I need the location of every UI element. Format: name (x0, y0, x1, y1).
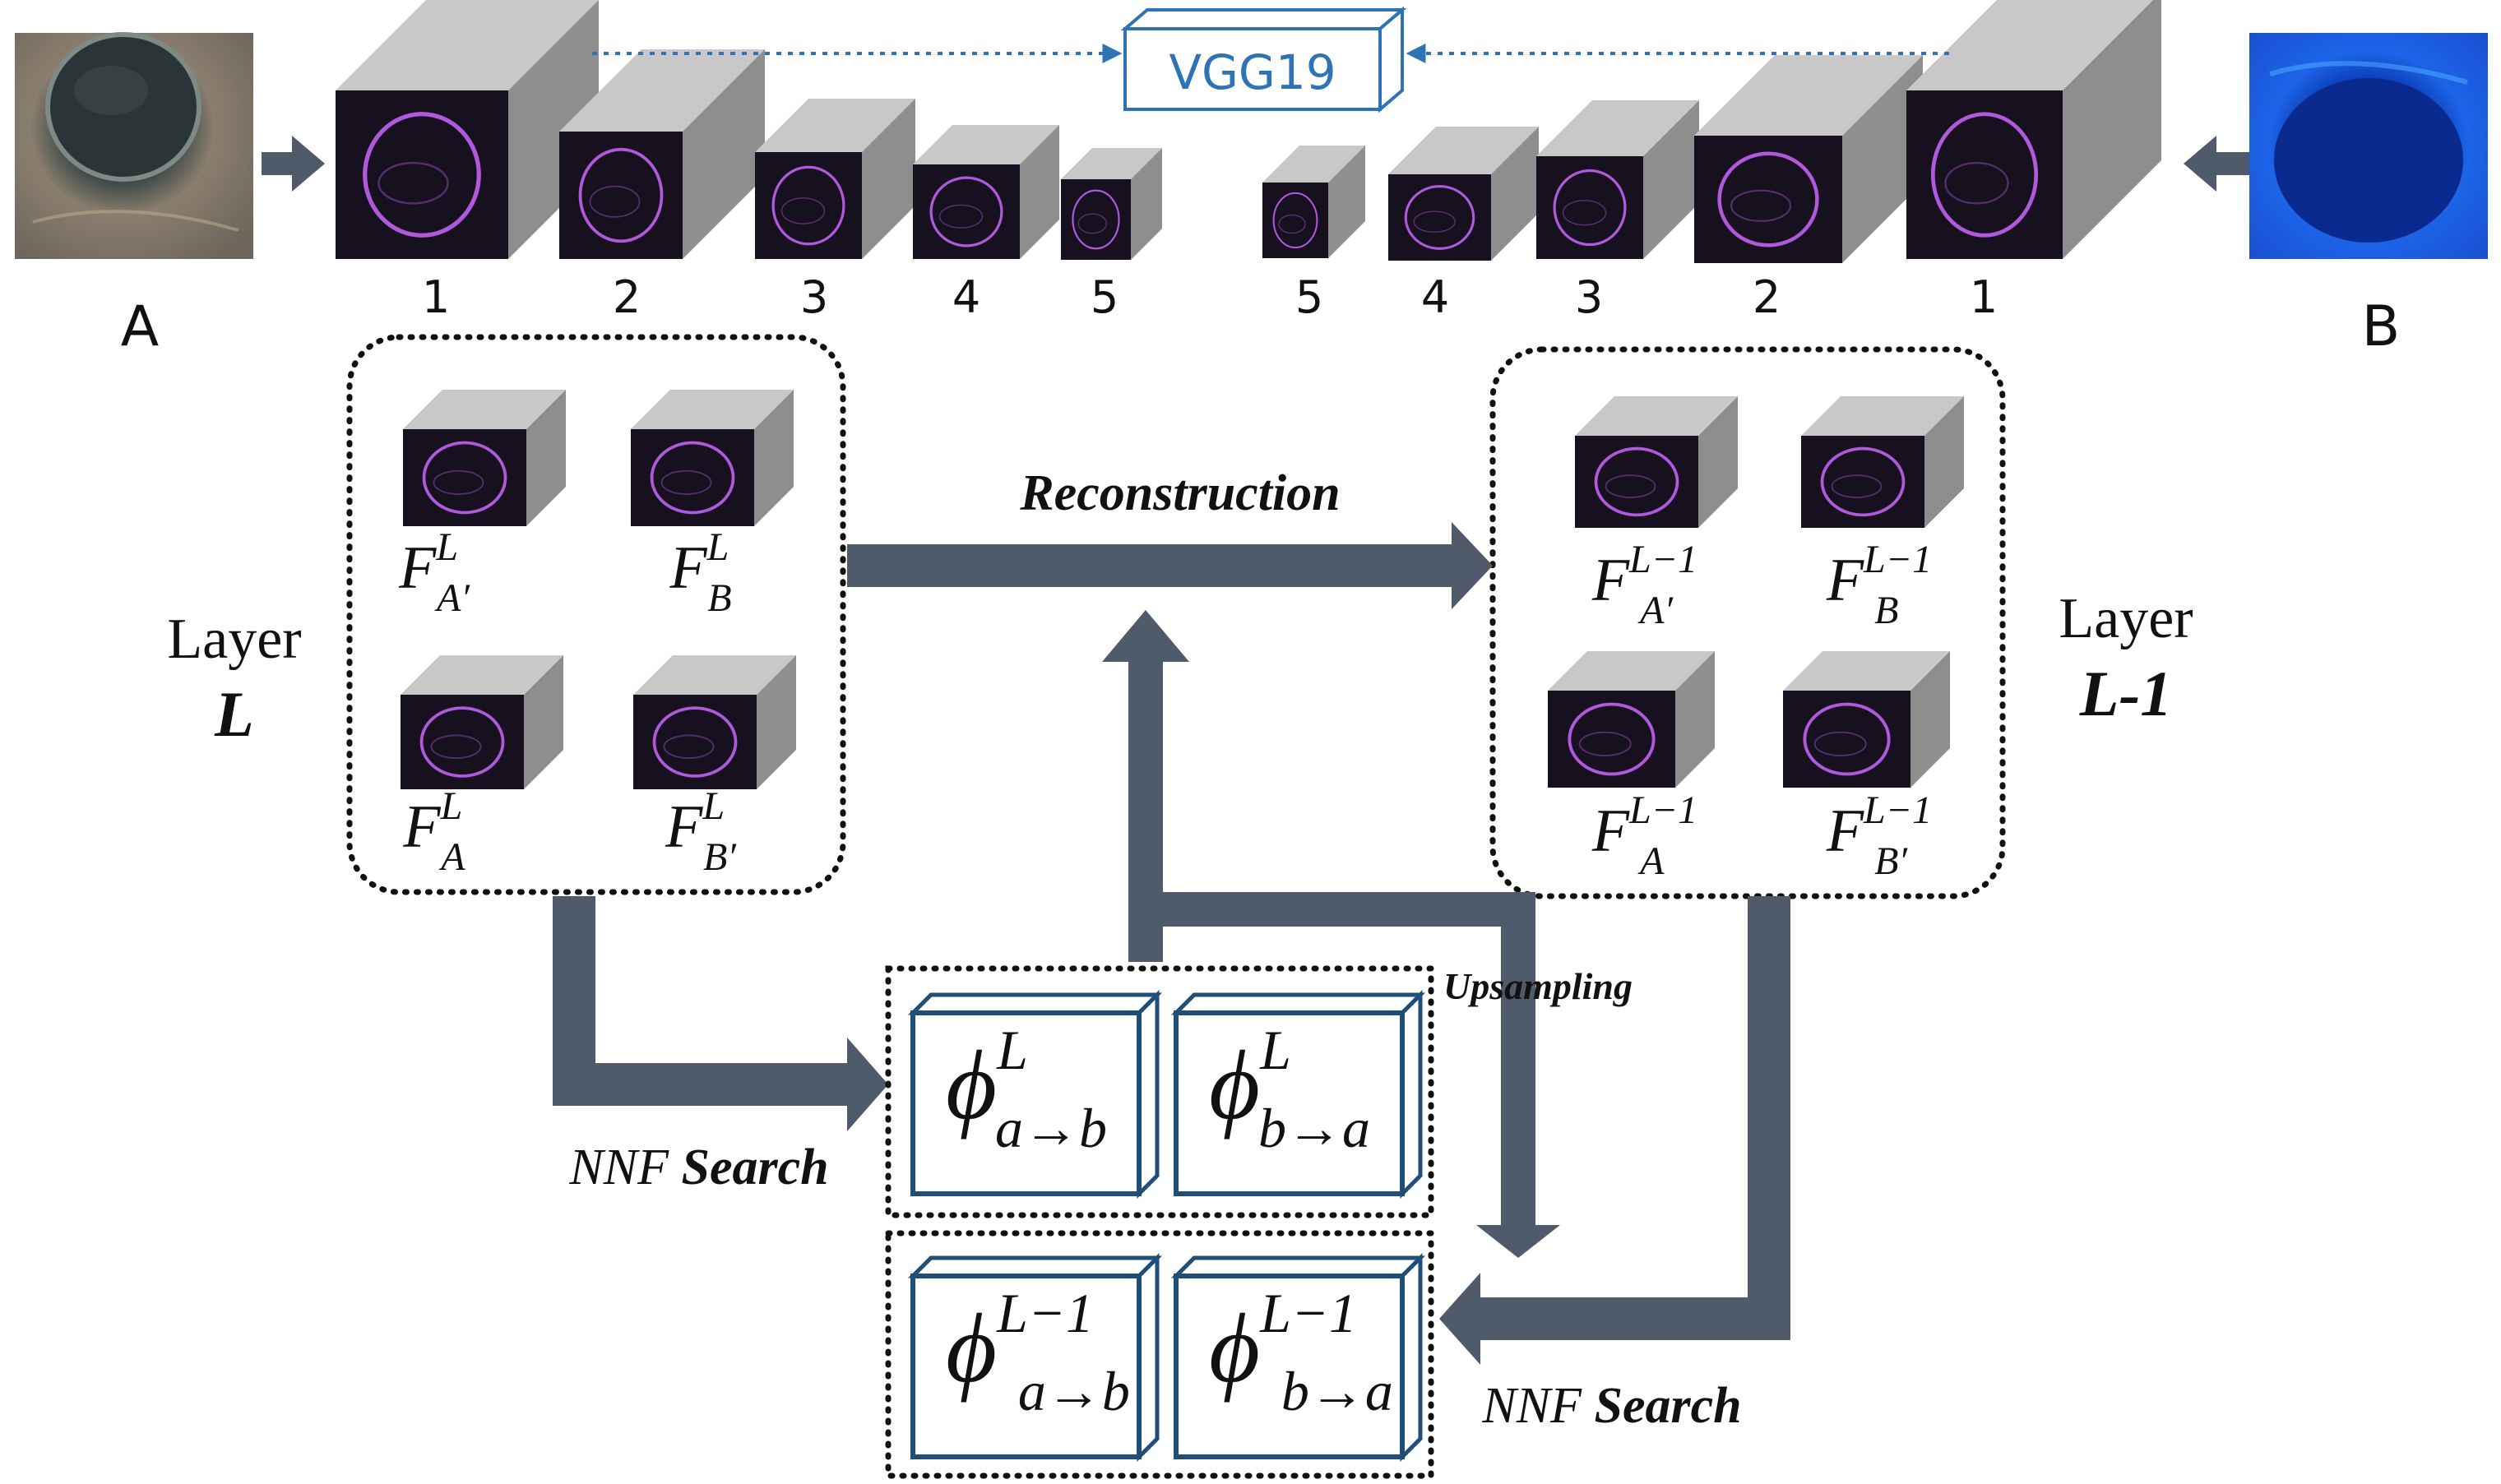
arrow-a-into-encoder (262, 136, 325, 192)
stage-number: 3 (1575, 271, 1603, 323)
arrow-b-into-encoder (2184, 136, 2249, 192)
stage-number: 2 (1753, 271, 1781, 323)
nnf-top-group-border (885, 965, 1434, 1218)
reconstruction-arrow (847, 522, 1493, 609)
encoder-feature-cube (913, 125, 1059, 259)
stage-number: 5 (1295, 271, 1323, 323)
encoder-feature-cube (1694, 55, 1923, 263)
encoder-feature-cube (755, 99, 915, 259)
reconstruction-label: Reconstruction (1019, 465, 1340, 521)
layer-l1-feature-cube (1783, 651, 1950, 788)
encoder-feature-cube (1061, 148, 1162, 260)
layer-l1-feature-cube (1548, 651, 1715, 788)
stage-number: 2 (613, 271, 641, 323)
layer-l1-feature-cube (1575, 396, 1738, 528)
input-a-label: A (121, 294, 160, 359)
nnf-search-label-l1: NNF Search (1481, 1378, 1741, 1434)
phi-field-box (907, 1252, 1163, 1463)
layer-l1-symbol: L-1 (2079, 658, 2173, 729)
layer-l1-title: Layer (2059, 587, 2193, 650)
nnf-search-arrow-l (553, 896, 888, 1131)
stage-number: 1 (422, 271, 450, 323)
input-photo-b (2249, 33, 2488, 259)
layer-l-feature-cubes (401, 390, 796, 789)
encoder-feature-cube (1536, 100, 1699, 259)
stage-number: 4 (1421, 271, 1449, 323)
input-b-label: B (2362, 294, 2401, 359)
phi-field-box (1170, 1252, 1426, 1463)
stage-number: 5 (1091, 271, 1119, 323)
encoder-feature-cube (1388, 127, 1539, 261)
layer-l-feature-cube (631, 390, 794, 526)
layer-l-symbol: L (214, 678, 254, 750)
nnf-search-arrow-l1 (1439, 896, 1790, 1365)
encoder-feature-cube (559, 49, 765, 259)
input-photo-a (15, 32, 253, 259)
stage-numbers-b: 5 4 3 2 1 (1295, 271, 1998, 323)
layer-l-feature-cube (633, 655, 796, 789)
upsampling-arrow (1102, 610, 1560, 1258)
layer-l-feature-cube (403, 390, 566, 526)
stage-number: 1 (1970, 271, 1998, 323)
stage-numbers-a: 1 2 3 4 5 (422, 271, 1119, 323)
encoder-feature-cube (336, 0, 599, 259)
layer-l-group-border (346, 334, 846, 895)
layer-l1-feature-cubes (1548, 396, 1964, 788)
nnf-bottom-group-border (885, 1230, 1434, 1479)
stage-number: 3 (800, 271, 828, 323)
encoder-feature-cube (1262, 146, 1365, 258)
upsampling-label: Upsampling (1443, 965, 1633, 1007)
encoder-feature-cubes-a (336, 0, 1162, 260)
vgg19-label: VGG19 (1169, 44, 1336, 100)
layer-l-feature-cube (401, 655, 563, 789)
vgg19-box: VGG19 (1120, 6, 1407, 113)
encoder-feature-cube (1906, 0, 2161, 259)
layer-l-title: Layer (167, 608, 301, 671)
stage-number: 4 (952, 271, 980, 323)
nnf-search-label-l: NNF Search (568, 1140, 828, 1195)
phi-field-box (907, 989, 1163, 1200)
nnf-field-boxes (907, 989, 1426, 1463)
phi-field-box (1170, 989, 1426, 1200)
encoder-feature-cubes-b (1262, 0, 2161, 263)
layer-l1-feature-cube (1801, 396, 1964, 528)
